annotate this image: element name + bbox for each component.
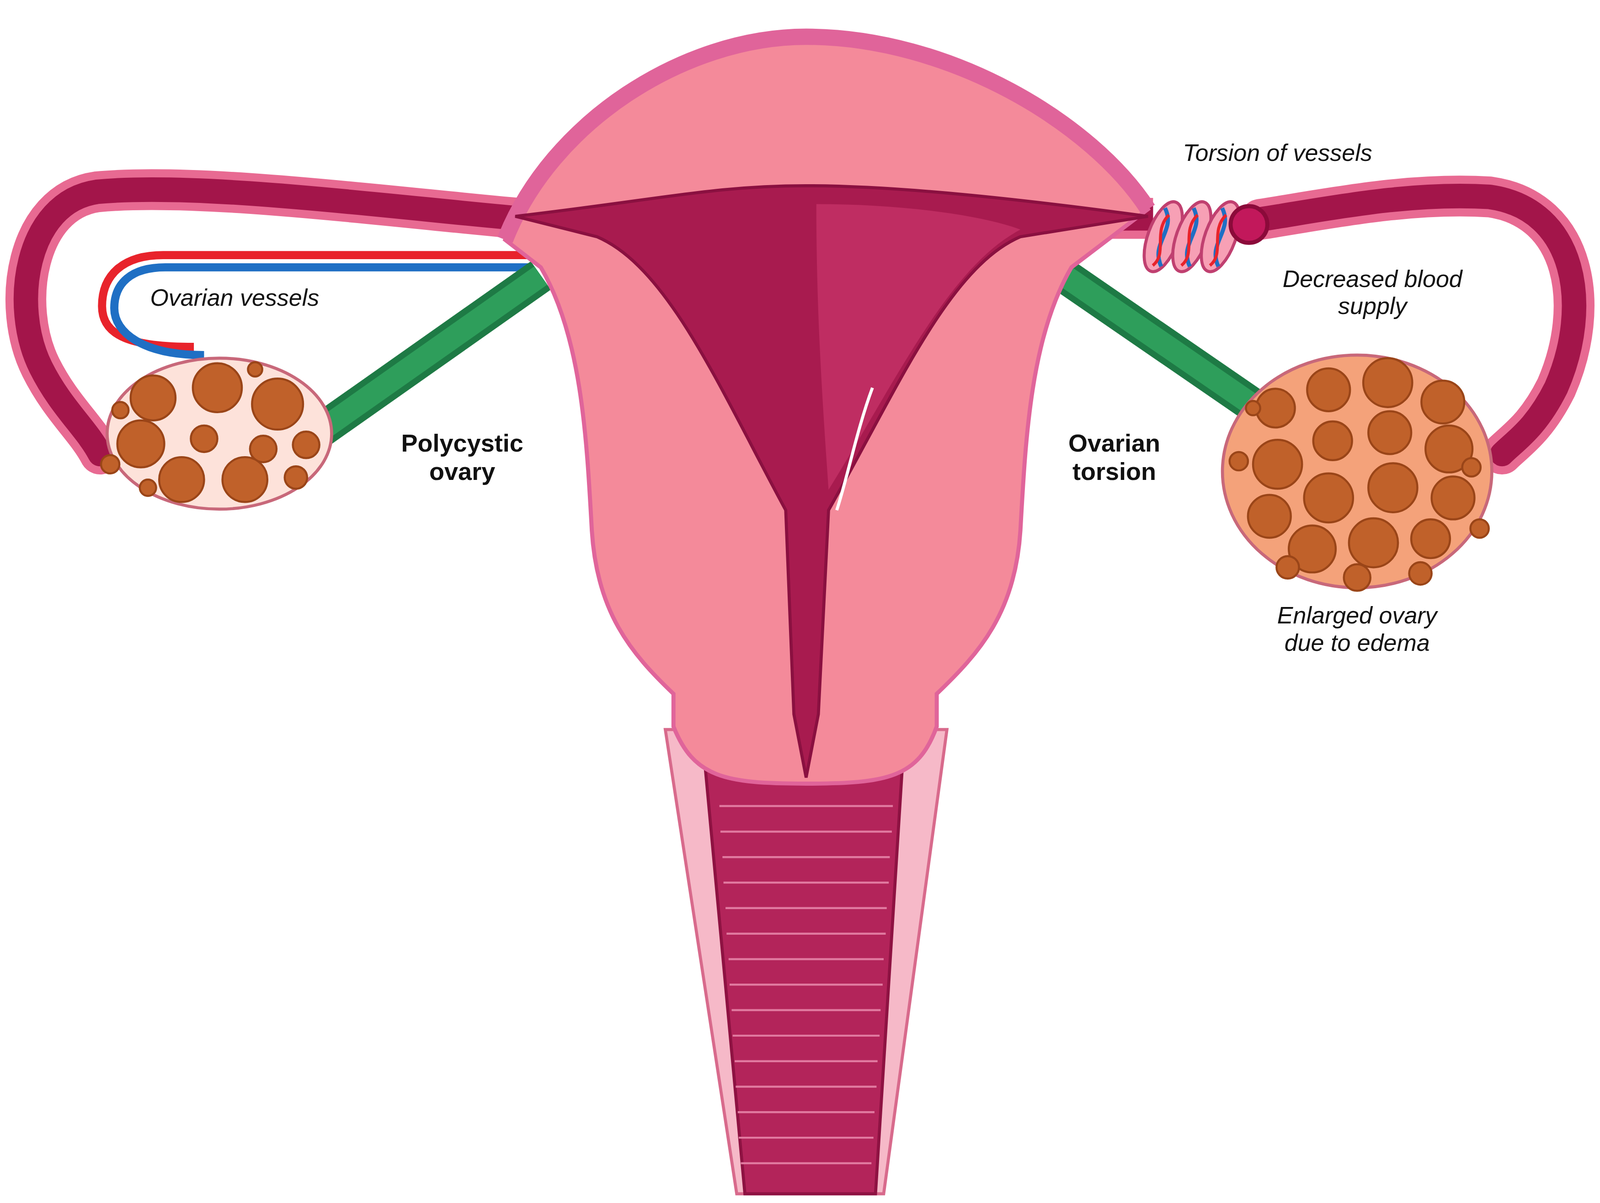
art-part [1344, 564, 1371, 592]
art-part [725, 907, 887, 910]
shine [836, 387, 873, 511]
polycystic-ovary [101, 358, 332, 510]
vagina [665, 729, 947, 1195]
art-part [130, 375, 176, 421]
left-ligament-inner [306, 275, 541, 442]
uterus-body [505, 36, 1148, 784]
rugae [719, 806, 893, 1164]
art-part [1431, 476, 1475, 520]
art-part [726, 932, 886, 935]
cysts [101, 362, 320, 503]
art-part [1313, 421, 1353, 461]
label: Torsion of vessels [1140, 139, 1415, 167]
ovary [1222, 355, 1492, 588]
art-part [1368, 463, 1418, 513]
art-part [737, 1111, 875, 1114]
right-ligament [1061, 273, 1258, 409]
vagina-canal [704, 755, 903, 1195]
art-part [159, 457, 204, 502]
art-part [735, 1085, 877, 1088]
art-part [1306, 368, 1350, 412]
label: Polycystic ovary [393, 428, 531, 486]
label: Ovarian torsion [1055, 428, 1174, 486]
label: Decreased blood supply [1274, 265, 1471, 321]
art-part [1176, 213, 1202, 267]
art-part [1256, 389, 1296, 428]
art-part [1248, 495, 1291, 539]
art-part [719, 805, 893, 807]
art-part [722, 856, 890, 859]
uterus [505, 36, 1148, 784]
art-part [728, 958, 884, 960]
art-part [723, 881, 890, 884]
art-part [117, 420, 165, 468]
art-part [139, 479, 157, 496]
cysts [1229, 358, 1489, 592]
art-part [1363, 358, 1413, 408]
art-part [1276, 556, 1299, 579]
art-part [1368, 411, 1412, 455]
art-part [1253, 439, 1302, 489]
art-part [1411, 519, 1451, 559]
art-part [1421, 380, 1465, 424]
art-part [1205, 213, 1231, 267]
art-part [1470, 519, 1489, 538]
art-part [222, 457, 268, 502]
art-part [1148, 213, 1174, 267]
art-part [1409, 562, 1432, 585]
art-part [293, 431, 320, 459]
art-part [251, 378, 304, 430]
label: Enlarged ovary due to edema [1263, 602, 1451, 657]
art-part [731, 1009, 881, 1012]
art-part [112, 402, 129, 419]
art-part [284, 466, 308, 489]
art-part [1245, 400, 1260, 416]
right-ligament-inner [1061, 273, 1258, 409]
art-part [734, 1060, 878, 1062]
art-part [247, 362, 262, 377]
art-part [1304, 473, 1354, 523]
enlarged-ovary [1222, 355, 1492, 592]
art-part [729, 983, 883, 986]
art-part [1229, 452, 1248, 471]
art-part [720, 830, 892, 833]
art-part [190, 425, 218, 453]
art-part [741, 1162, 872, 1165]
art-part [732, 1034, 880, 1037]
vagina-wall [665, 729, 947, 1195]
art-part [738, 1136, 874, 1139]
art-part [101, 455, 120, 474]
art-part [192, 363, 242, 413]
twisted-knot [1230, 206, 1268, 243]
art-part [1349, 518, 1398, 568]
ovary [106, 358, 332, 510]
label: Ovarian vessels [115, 284, 354, 312]
left-ligament [306, 275, 541, 442]
torsion-coil [1136, 197, 1268, 277]
art-part [1462, 458, 1481, 477]
uterine-cavity [515, 185, 1148, 778]
cavity-highlight [816, 203, 1021, 490]
